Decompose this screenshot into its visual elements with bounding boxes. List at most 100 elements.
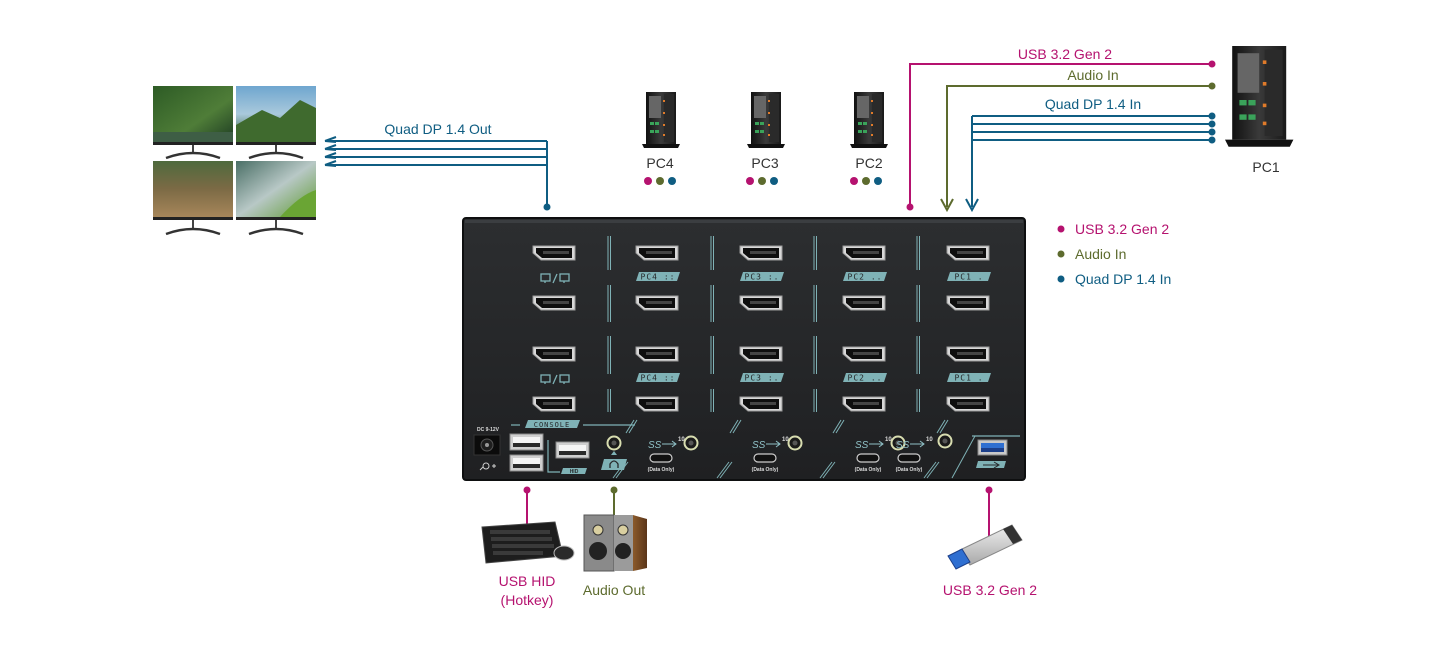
pc-connection-dots	[644, 177, 882, 185]
pc-tag-label: PC1 .	[954, 374, 983, 383]
connection-dot	[656, 177, 664, 185]
console-label-band: CONSOLE	[511, 420, 635, 429]
usb-c-port[interactable]	[649, 453, 673, 463]
superspeed-label: SS	[752, 440, 766, 451]
dp-in-port-2[interactable]	[635, 295, 679, 311]
dp-in-port-4[interactable]	[946, 396, 990, 412]
speakers	[583, 514, 647, 572]
hid-label: HID	[570, 469, 579, 475]
arrow-left-icon	[324, 136, 337, 143]
dp-in-port-2[interactable]	[739, 295, 783, 311]
arrow-down-icon	[940, 198, 954, 213]
pc3	[747, 92, 785, 148]
usb-icon	[983, 461, 1000, 469]
console-dp-port-3[interactable]	[532, 346, 576, 362]
superspeed-label: SS	[896, 440, 910, 451]
pc-tag-band	[636, 373, 680, 382]
connection-dot	[668, 177, 676, 185]
connector-dot	[906, 203, 914, 211]
diagonal-divider	[819, 461, 836, 479]
audio-jack-core	[895, 440, 901, 446]
data-only-label: (Data Only)	[855, 467, 882, 473]
usb-a-port-mouse[interactable]	[509, 454, 544, 472]
legend: USB 3.2 Gen 2 Audio In Quad DP 1.4 In	[1057, 221, 1171, 287]
monitor-2	[236, 86, 316, 160]
dp-in-port-3[interactable]	[946, 346, 990, 362]
dp-out-label: Quad DP 1.4 Out	[384, 121, 491, 137]
console-dp-port-2[interactable]	[532, 295, 576, 311]
connector-dot	[1208, 128, 1216, 136]
dp-in-port-1[interactable]	[946, 245, 990, 261]
speed-label: 10	[926, 437, 933, 443]
connection-dot	[874, 177, 882, 185]
arrow-left-icon	[324, 152, 337, 159]
speed-label: 10	[885, 437, 892, 443]
usb-a-port-hid[interactable]	[555, 441, 590, 459]
pc-tag-band	[636, 272, 680, 281]
console-label: CONSOLE	[534, 421, 571, 429]
usb-ss-icon	[869, 440, 884, 448]
console-dp-port-4[interactable]	[532, 396, 576, 412]
polarity-icon	[479, 462, 496, 471]
dp-in-port-3[interactable]	[739, 346, 783, 362]
dp-in-port-1[interactable]	[842, 245, 886, 261]
console-dp-port-1[interactable]	[532, 245, 576, 261]
connector-dot	[523, 486, 531, 494]
diagonal-divider	[625, 419, 638, 434]
dp-in-port-3[interactable]	[635, 346, 679, 362]
hotkey-label: (Hotkey)	[501, 592, 554, 608]
dp-in-port-4[interactable]	[739, 396, 783, 412]
pc1	[1225, 46, 1294, 147]
pc4-label: PC4	[646, 155, 673, 171]
pc3-label: PC3	[751, 155, 778, 171]
monitor-4	[236, 161, 316, 236]
headphone-icon	[609, 460, 619, 468]
pc-tag-label: PC4 ::	[641, 374, 676, 383]
audio-out-label: Audio Out	[583, 582, 645, 598]
connector-dot	[1208, 60, 1216, 68]
connector-dot	[985, 486, 993, 494]
diagonal-divider	[936, 419, 949, 434]
usb-3-front-port[interactable]	[972, 435, 1020, 469]
keyboard-mouse	[481, 521, 575, 564]
dp-in-port-1[interactable]	[635, 245, 679, 261]
usb-ss-icon	[766, 440, 781, 448]
connector-dot	[1208, 112, 1216, 120]
pc1-label: PC1	[1252, 159, 1279, 175]
audio-in-label: Audio In	[1067, 67, 1118, 83]
usb-ss-icon	[910, 440, 925, 448]
usb-hid-label: USB HID	[499, 573, 556, 589]
connection-dot	[746, 177, 754, 185]
pc-tag-band	[843, 272, 887, 281]
legend-dp: Quad DP 1.4 In	[1075, 271, 1171, 287]
usb-c-port[interactable]	[856, 453, 880, 463]
connector-dot	[1208, 136, 1216, 144]
dp-in-port-4[interactable]	[842, 396, 886, 412]
dp-in-port-3[interactable]	[842, 346, 886, 362]
usb-c-port[interactable]	[897, 453, 921, 463]
pc-tag-label: PC2 ..	[848, 273, 883, 282]
dp-in-port-4[interactable]	[635, 396, 679, 412]
tower-pc-icon	[642, 92, 680, 148]
dp-in-label: Quad DP 1.4 In	[1045, 96, 1141, 112]
superspeed-label: SS	[855, 440, 869, 451]
monitor-wall	[153, 86, 316, 236]
connection-dot	[644, 177, 652, 185]
dp-out-connector	[324, 136, 551, 211]
dp-in-port-2[interactable]	[946, 295, 990, 311]
dc-power-jack[interactable]: DC 9-12V	[473, 427, 501, 471]
usb-c-port[interactable]	[753, 453, 777, 463]
console-usb-ports: HID	[509, 433, 590, 475]
usb-a-port-keyboard[interactable]	[509, 433, 544, 451]
pc2	[850, 92, 888, 148]
dp-in-port-1[interactable]	[739, 245, 783, 261]
pc-tag-label: PC4 ::	[641, 273, 676, 282]
connection-dot	[758, 177, 766, 185]
dual-monitor-icon	[540, 273, 570, 284]
audio-jack-core	[942, 438, 948, 444]
console-audio-out-jack[interactable]	[601, 435, 627, 471]
dp-in-port-2[interactable]	[842, 295, 886, 311]
